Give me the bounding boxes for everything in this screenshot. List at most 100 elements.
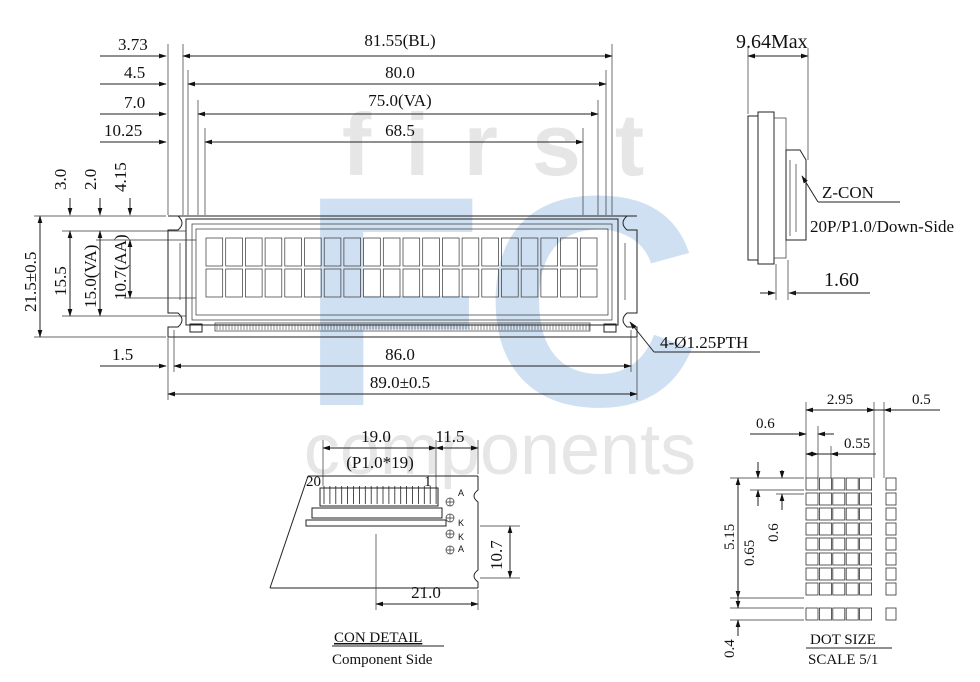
con-detail: A K K A 20 1 19.0 (P1.0*19) 11.5 10.7 21… [269, 427, 520, 668]
watermark: first FC components [300, 95, 700, 490]
character-cell [284, 237, 302, 267]
character-cell [382, 237, 401, 267]
dim-80-0: 80.0 [385, 63, 415, 82]
dot-size: 2.95 0.5 0.6 0.55 5.15 0.65 0.6 0.4 DOT … [722, 392, 940, 668]
character-cell [579, 268, 598, 298]
character-cell [382, 268, 401, 298]
dot-cell [819, 582, 832, 596]
pad-label-a-bottom: A [458, 544, 464, 554]
front-view: 3.73 81.55(BL) 4.5 80.0 7.0 75.0(VA) 10.… [21, 31, 760, 400]
con-dim-pitch-note: (P1.0*19) [346, 453, 414, 472]
next-char-dot-cell [885, 537, 897, 551]
pad-label-k-1: K [458, 518, 464, 528]
dot-cell [845, 567, 859, 581]
pad-label-k-2: K [458, 532, 464, 542]
character-cell [402, 237, 421, 267]
dim-15-5: 15.5 [51, 266, 70, 296]
dim-3-0: 3.0 [51, 169, 70, 190]
side-pin-offset: 1.60 [824, 269, 859, 291]
pad-label-a-top: A [458, 488, 464, 498]
dot-dim-5-15: 5.15 [722, 524, 738, 550]
dim-21-5: 21.5±0.5 [21, 252, 40, 312]
character-cell [481, 237, 499, 267]
dot-dim-2-95: 2.95 [827, 392, 853, 408]
dot-cell [859, 537, 872, 551]
character-cell [304, 237, 322, 267]
character-cell [264, 237, 283, 267]
character-cell [264, 268, 283, 298]
watermark-logo: FC [300, 133, 700, 469]
pad-column: A K K A [445, 488, 464, 555]
character-cell [205, 268, 224, 298]
con-dim-19-0: 19.0 [361, 427, 391, 446]
side-connector [785, 149, 807, 241]
dot-cell [845, 507, 859, 521]
next-char-dot-cell [885, 552, 897, 566]
dim-68-5: 68.5 [385, 121, 415, 140]
dim-86-0: 86.0 [385, 345, 415, 364]
dot-size-subtitle: SCALE 5/1 [808, 652, 878, 668]
dot-dim-0-5: 0.5 [912, 392, 931, 408]
con-edge-right [473, 476, 479, 588]
dot-cell [845, 522, 859, 536]
next-char-dot-cell [885, 522, 897, 536]
cursor-dot-cell [859, 607, 872, 621]
character-cell [323, 237, 342, 267]
cursor-dot-cell [805, 607, 819, 621]
character-cell [442, 268, 460, 298]
cursor-dot-cell [845, 607, 859, 621]
dot-cell [859, 492, 872, 506]
con-dim-21-0: 21.0 [411, 583, 441, 602]
character-cell [540, 237, 558, 267]
dot-dim-0-4: 0.4 [722, 639, 738, 658]
dot-cell [805, 477, 819, 491]
dim-81-55-bl: 81.55(BL) [364, 31, 435, 50]
dot-dim-0-6-left: 0.6 [766, 523, 782, 542]
character-cell [245, 237, 263, 267]
dot-cell [845, 477, 859, 491]
dot-cell [845, 582, 859, 596]
next-char-dot-cell [885, 567, 897, 581]
dot-cell [805, 522, 819, 536]
dot-cell [819, 507, 832, 521]
character-cell [501, 237, 519, 267]
character-cell [205, 237, 224, 267]
character-cell [501, 268, 519, 298]
next-char-dot-cell [885, 607, 897, 621]
dot-dim-0-6-top: 0.6 [756, 416, 775, 432]
dot-cell [805, 507, 819, 521]
character-cell [560, 268, 578, 298]
character-cell [442, 237, 460, 267]
dim-75-0-va: 75.0(VA) [368, 91, 431, 110]
dot-cell [805, 492, 819, 506]
character-cell [284, 268, 302, 298]
dot-cell [819, 567, 832, 581]
dot-dim-0-65: 0.65 [742, 540, 758, 566]
dot-cell [819, 537, 832, 551]
hole-note: 4-Ø1.25PTH [660, 333, 748, 352]
character-cell [520, 268, 539, 298]
character-cell [343, 268, 361, 298]
dot-cell [805, 567, 819, 581]
dot-cell [832, 582, 846, 596]
dot-cell [832, 507, 846, 521]
viewing-area [191, 223, 613, 321]
dot-cell [819, 522, 832, 536]
side-frame [757, 111, 775, 265]
connector-name: Z-CON [822, 183, 874, 202]
dot-cell [845, 537, 859, 551]
dot-cell [859, 477, 872, 491]
character-cell [304, 268, 322, 298]
connector-strip [214, 322, 591, 332]
dot-cell [845, 492, 859, 506]
dim-4-5: 4.5 [124, 63, 145, 82]
dim-89-0: 89.0±0.5 [370, 373, 430, 392]
dot-cell [819, 552, 832, 566]
next-char-dot-cell [885, 477, 897, 491]
character-cell [461, 237, 480, 267]
character-cell [560, 237, 578, 267]
character-cell [323, 268, 342, 298]
character-cell [461, 268, 480, 298]
con-dim-10-7: 10.7 [487, 540, 506, 570]
